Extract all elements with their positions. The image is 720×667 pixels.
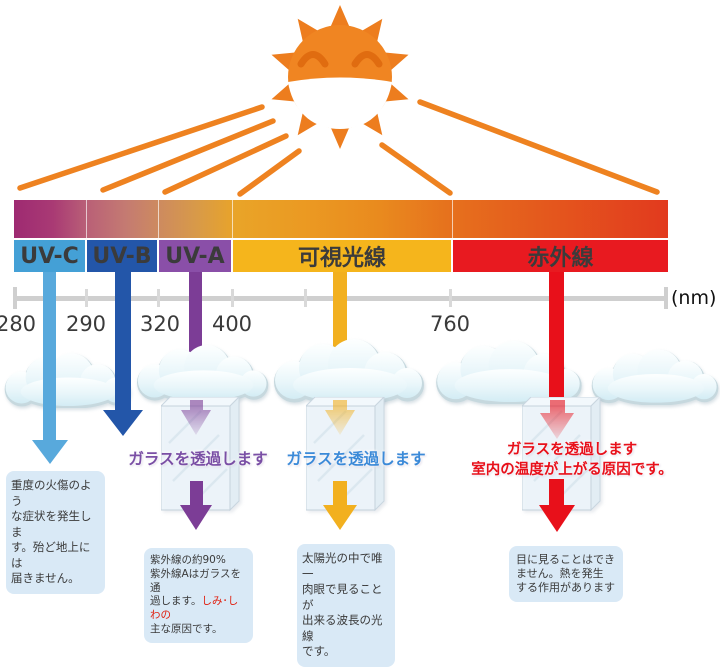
- sun-left-eye: [297, 51, 329, 68]
- ruler-tick: [231, 289, 234, 307]
- glass-pass-label-uva: ガラスを透過します: [128, 450, 268, 468]
- glass-pass-label-visible: ガラスを透過します: [286, 450, 426, 468]
- ruler-tick: [157, 289, 160, 307]
- sun-right-eye: [351, 51, 383, 68]
- band-label-row: UV-C UV-B UV-A 可視光線 赤外線: [14, 240, 668, 272]
- visible-light-exit-arrow-head: [323, 505, 357, 533]
- band-uv-b: UV-B: [87, 240, 157, 272]
- note-infrared: 目に見ることはでき ません。熱を発生 する作用があります: [509, 546, 623, 602]
- infrared-exit-arrow-head: [539, 505, 575, 535]
- wavelength-label-760: 760: [429, 312, 471, 336]
- band-uv-a-label: UV-A: [165, 243, 225, 269]
- uv-c-arrow-head: [32, 440, 68, 467]
- smiling-sun-icon: [271, 5, 409, 149]
- ruler-end-tick: [664, 287, 668, 309]
- spectrum-separator: [452, 200, 453, 238]
- band-visible-light-label: 可視光線: [297, 246, 386, 271]
- spectrum-separator: [86, 200, 87, 238]
- note-uv-a-part1: 紫外線の約90% 紫外線Aはガラスを通 過します。: [150, 554, 241, 608]
- glass-pass-label-infrared: ガラスを透過します 室内の温度が上がる原因です。: [471, 441, 673, 480]
- band-infrared-label: 赤外線: [527, 246, 594, 271]
- note-visible-light: 太陽光の中で唯一 肉眼で見ることが 出来る波長の光線 です。: [297, 544, 395, 667]
- spectrum-separator: [158, 200, 159, 238]
- wavelength-label-290: 290: [65, 312, 107, 336]
- uv-b-arrow-head: [103, 410, 143, 439]
- uv-a-exit-arrow-head: [180, 505, 212, 533]
- uv-a-exit-arrow-shaft: [190, 481, 203, 507]
- note-uv-c: 重度の火傷のよう な症状を発生しま す。殆ど地上には 届きません。: [6, 471, 105, 594]
- ruler-tick: [449, 289, 452, 307]
- wavelength-label-280: 280: [0, 312, 37, 336]
- glass-pass-label-infrared-line2: 室内の温度が上がる原因です。: [471, 461, 673, 478]
- infrared-arrow-shaft: [549, 272, 564, 403]
- uv-c-arrow-shaft: [43, 272, 56, 441]
- cloud: [274, 339, 424, 404]
- cloud: [4, 353, 131, 408]
- ruler-tick: [85, 289, 88, 307]
- band-uv-c: UV-C: [14, 240, 85, 272]
- glass-pass-label-infrared-line1: ガラスを透過します: [506, 442, 638, 458]
- wavelength-label-400: 400: [211, 312, 253, 336]
- uv-b-arrow-shaft: [115, 272, 131, 412]
- band-uv-c-label: UV-C: [20, 243, 79, 269]
- spectrum-gradient-bar: [14, 200, 668, 238]
- ruler-tick: [304, 289, 307, 307]
- infrared-exit-arrow-shaft: [549, 479, 564, 507]
- uv-a-fading-arrowhead: [181, 400, 211, 438]
- band-uv-b-label: UV-B: [92, 243, 152, 269]
- visible-light-exit-arrow-shaft: [333, 481, 347, 507]
- cloud: [591, 349, 719, 405]
- wavelength-label-320: 320: [139, 312, 181, 336]
- sun-mouth: [288, 77, 392, 129]
- visible-light-fading-arrowhead: [325, 400, 355, 438]
- nm-unit-label: (nm): [671, 287, 717, 309]
- note-uv-a-part3: 主な原因です。: [150, 622, 223, 635]
- band-infrared: 赤外線: [453, 240, 668, 272]
- band-uv-a: UV-A: [159, 240, 231, 272]
- band-visible-light: 可視光線: [233, 240, 451, 272]
- ruler-end-tick: [13, 287, 17, 309]
- cloud: [137, 345, 269, 402]
- note-uv-a: 紫外線の約90% 紫外線Aはガラスを通 過します。しみ･しわの 主な原因です。: [144, 548, 253, 643]
- infrared-fading-arrowhead: [540, 400, 574, 442]
- spectrum-separator: [232, 200, 233, 238]
